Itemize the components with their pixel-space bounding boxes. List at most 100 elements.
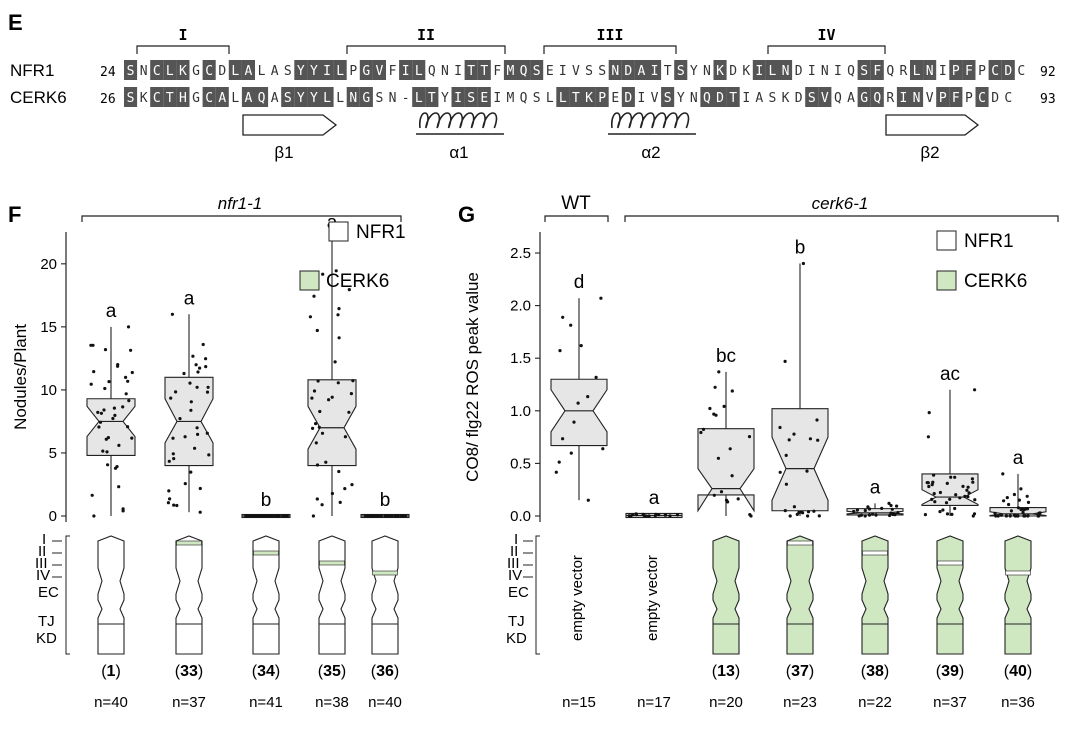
residue: P xyxy=(978,64,986,79)
alpha2-label: α2 xyxy=(641,143,660,162)
residue: E xyxy=(546,64,554,79)
data-point xyxy=(941,508,945,512)
data-point xyxy=(554,470,558,474)
y-tick-label: 15 xyxy=(40,319,57,336)
data-point xyxy=(255,514,259,518)
f-domain-ec: EC xyxy=(38,584,59,601)
data-point xyxy=(205,390,210,394)
residue: Q xyxy=(520,64,528,79)
data-point xyxy=(730,389,734,393)
residue: P xyxy=(349,64,357,79)
nfr1-end: 92 xyxy=(1040,65,1056,80)
residue: Y xyxy=(690,64,698,79)
data-point xyxy=(792,432,796,436)
residue: I xyxy=(939,64,947,79)
data-point xyxy=(967,491,971,495)
data-point xyxy=(994,514,998,518)
residue: K xyxy=(140,91,148,106)
data-point xyxy=(116,364,120,368)
residue: E xyxy=(611,91,619,106)
data-point xyxy=(1019,487,1023,491)
data-point xyxy=(198,366,202,370)
data-point xyxy=(317,425,321,429)
y-tick-label: 0.0 xyxy=(510,508,531,525)
data-point xyxy=(1005,496,1009,500)
data-point xyxy=(722,404,726,408)
residue: I xyxy=(454,91,462,106)
data-point xyxy=(1021,510,1025,514)
residue: I xyxy=(454,64,462,79)
data-point xyxy=(784,482,789,486)
g-domain-iii: III xyxy=(507,555,520,572)
data-point xyxy=(966,485,970,489)
data-point xyxy=(996,514,1000,518)
data-point xyxy=(172,457,176,461)
box-(39): ac xyxy=(921,364,979,518)
residue: M xyxy=(507,91,515,106)
g-domain-iv: IV xyxy=(508,567,522,584)
residue: I xyxy=(808,64,816,79)
data-point xyxy=(938,490,943,495)
data-point xyxy=(336,381,340,385)
data-point xyxy=(926,435,931,439)
residue: N xyxy=(690,91,698,106)
g-y-ticks: 0.00.51.01.52.02.5 xyxy=(510,245,540,525)
construct-number: (35) xyxy=(318,663,346,680)
box-(40): a xyxy=(989,448,1047,518)
data-point xyxy=(324,460,328,464)
f-legend-nfr1-swatch xyxy=(328,221,349,242)
g-empty-vector-wt: empty vector xyxy=(569,555,586,641)
data-point xyxy=(311,426,315,430)
swapped-region xyxy=(937,560,963,566)
data-point xyxy=(121,509,125,513)
residue: L xyxy=(546,91,554,106)
data-point xyxy=(949,475,953,479)
f-construct-labels: (1)n=40(33)n=37(34)n=41(35)n=38(36)n=40 xyxy=(94,663,402,711)
residue: Q xyxy=(428,64,436,79)
data-point xyxy=(788,514,792,518)
data-point xyxy=(795,512,799,517)
residue: T xyxy=(729,91,737,106)
data-point xyxy=(103,386,107,391)
data-point xyxy=(576,401,580,405)
residue: I xyxy=(755,64,763,79)
g-constructs xyxy=(712,535,1032,655)
y-tick-label: 0 xyxy=(49,508,57,525)
residue: S xyxy=(664,91,672,106)
residue: V xyxy=(376,64,384,79)
residue: K xyxy=(782,91,790,106)
data-point xyxy=(126,379,130,383)
data-point xyxy=(308,315,312,319)
data-point xyxy=(1026,514,1030,518)
residue: C xyxy=(205,91,213,106)
f-domain-ii: II xyxy=(38,543,46,560)
data-point xyxy=(888,513,892,518)
residue: A xyxy=(245,64,253,79)
residue: F xyxy=(493,64,501,79)
data-point xyxy=(806,514,810,518)
residue: G xyxy=(362,64,370,79)
construct-diagram xyxy=(861,535,889,655)
data-point xyxy=(91,343,95,347)
data-point xyxy=(98,420,103,424)
data-point xyxy=(204,365,208,369)
data-point xyxy=(171,452,175,456)
residue: K xyxy=(716,64,724,79)
data-point xyxy=(958,496,962,500)
box-empty vector: a xyxy=(625,488,683,519)
data-point xyxy=(92,370,96,374)
residue: G xyxy=(192,64,200,79)
data-point xyxy=(944,501,949,505)
y-tick-label: 10 xyxy=(40,382,57,399)
g-legend-cerk6-swatch xyxy=(936,270,957,291)
data-point xyxy=(1012,492,1017,497)
residue: I xyxy=(834,64,842,79)
construct-number: (38) xyxy=(861,663,889,680)
residue: C xyxy=(153,91,161,106)
data-point xyxy=(1037,511,1041,516)
g-legend-nfr1: NFR1 xyxy=(964,231,1014,252)
residue: D xyxy=(991,91,999,106)
data-point xyxy=(594,375,598,379)
data-point xyxy=(961,484,965,488)
